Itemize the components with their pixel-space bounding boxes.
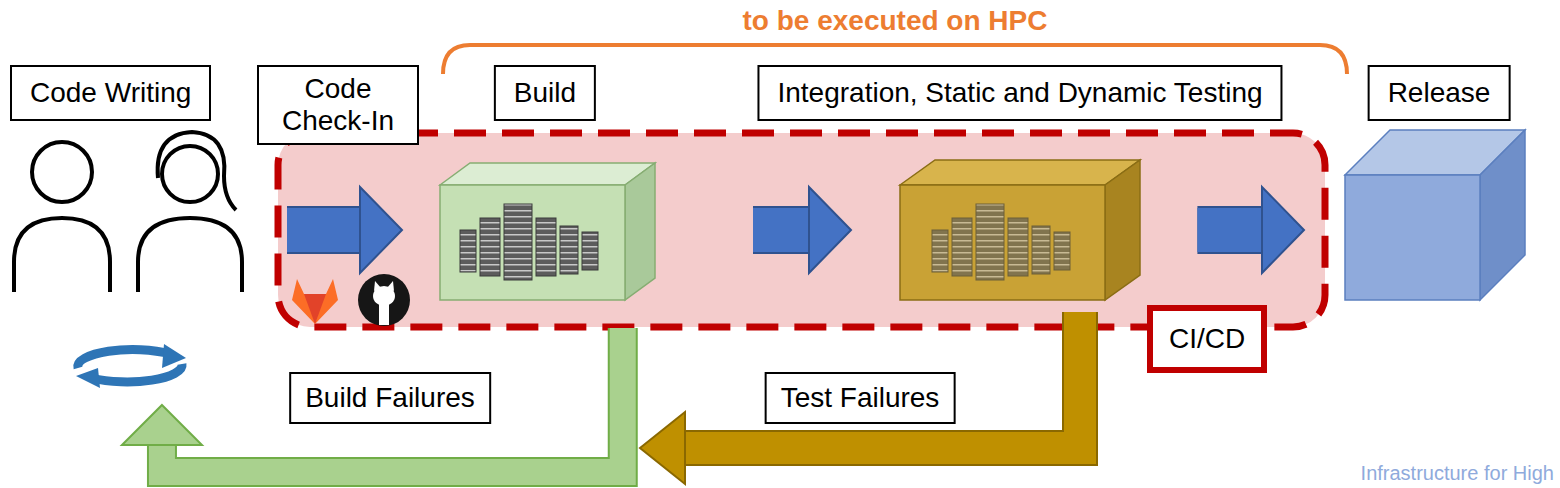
arrow-shaft: [162, 328, 623, 472]
arrow-shaft: [1197, 208, 1262, 252]
flow-arrow: [287, 187, 402, 273]
stage-label: Release: [1368, 65, 1511, 121]
hpc-annotation: to be executed on HPC: [743, 4, 1048, 38]
test-stage-node: Integration, Static and Dynamic Testing: [900, 160, 1140, 300]
server-racks: [460, 204, 598, 280]
gitlab-shape: [304, 294, 326, 324]
cicd-region-node: CI/CDBuildIntegration, Static and Dynami…: [278, 133, 1325, 327]
box-top: [900, 160, 1140, 185]
arrow-shaft-outline: [162, 328, 623, 472]
arrow-shaft: [753, 208, 809, 252]
arrow-head: [1262, 187, 1304, 273]
github-cat: [374, 281, 381, 291]
flow-arrow: [753, 187, 851, 273]
check-in-box: Code Check-In: [257, 65, 419, 145]
box-top: [440, 163, 655, 185]
cycle-arc: [92, 364, 182, 382]
stage-label: Integration, Static and Dynamic Testing: [757, 65, 1282, 121]
box-front: [440, 185, 625, 300]
arrow-head: [809, 187, 851, 273]
gitlab-icon: [292, 279, 338, 324]
box-front: [900, 185, 1105, 300]
server-rack: [560, 226, 578, 274]
server-rack: [536, 218, 556, 276]
arrow-shaft: [685, 312, 1080, 448]
iteration-cycle-icon: [76, 344, 186, 388]
person-head: [162, 146, 218, 202]
stage-label: CI/CD: [1147, 305, 1267, 373]
cube-front: [1345, 175, 1480, 300]
developer-figures: [14, 132, 242, 292]
server-rack: [582, 232, 598, 270]
github-icon: [358, 274, 410, 326]
footer-text: Infrastructure for High: [1361, 461, 1554, 485]
release-cube: [1345, 130, 1525, 300]
arrow-shaft-outline: [685, 312, 1080, 448]
person-body: [14, 218, 110, 292]
box-side: [1105, 160, 1140, 300]
arrow-head: [122, 405, 202, 445]
gitlab-shape: [292, 279, 338, 324]
arrow-shaft-outline: [1197, 206, 1262, 254]
github-cat: [387, 281, 394, 291]
server-rack: [460, 230, 476, 272]
server-rack: [504, 204, 532, 280]
arrow-shaft-outline: [287, 206, 360, 254]
person-hair: [158, 132, 236, 210]
cube-side: [1480, 130, 1525, 300]
edge-label: Build Failures: [289, 372, 491, 424]
build-server-box: [440, 163, 655, 300]
cicd-region: [278, 133, 1325, 327]
stage-label: Code Check-In: [265, 73, 411, 137]
stage-label: Build: [494, 65, 596, 121]
flow-arrow: [640, 312, 1080, 484]
person-body: [138, 218, 242, 292]
person-head: [32, 142, 92, 202]
arrow-head: [640, 412, 685, 484]
test-server-box: [900, 160, 1140, 300]
cycle-arrowhead: [76, 368, 100, 388]
cycle-arc: [78, 350, 170, 368]
arrow-shaft-outline: [753, 206, 809, 254]
arrow-shaft: [287, 208, 360, 252]
flow-arrow: [122, 328, 623, 472]
stage-label: Code Writing: [10, 65, 211, 121]
arrow-head: [360, 187, 402, 273]
server-racks: [932, 204, 1070, 280]
build-stage-node: Build: [440, 160, 655, 300]
server-rack: [480, 218, 500, 276]
edge-label: Test Failures: [765, 372, 956, 424]
box-side: [625, 163, 655, 300]
flow-arrow: [1197, 187, 1304, 273]
github-cat: [379, 303, 389, 325]
release-node: Release: [1345, 130, 1525, 300]
developers-node: Code Writing: [10, 65, 272, 405]
github-circle: [358, 274, 410, 326]
